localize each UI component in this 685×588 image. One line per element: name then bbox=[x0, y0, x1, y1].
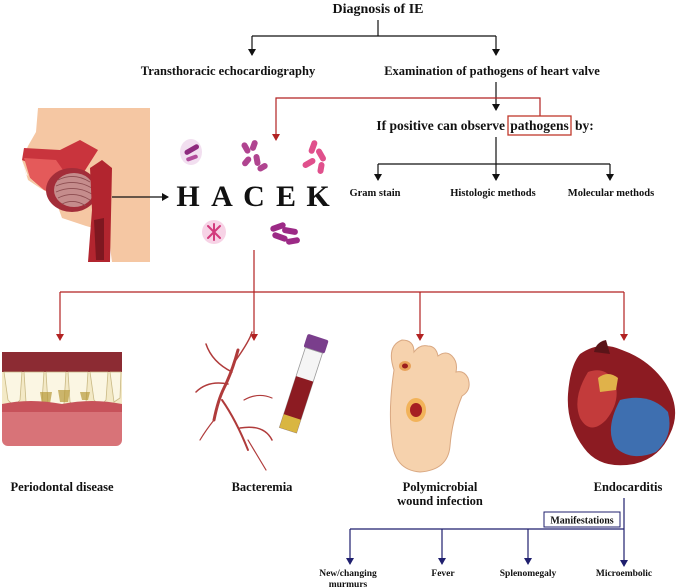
manifestation-branch-arrows bbox=[346, 498, 628, 567]
manifestation-murmurs-line1: New/changing bbox=[319, 569, 377, 579]
hacek-letter-k: K bbox=[306, 180, 330, 213]
condition-periodontal: Periodontal disease bbox=[10, 480, 114, 494]
manifestation-murmurs-line2: murmurs bbox=[329, 580, 368, 588]
pathogens-highlight-box bbox=[507, 115, 572, 136]
condition-bacteremia: Bacteremia bbox=[232, 480, 294, 494]
condition-wound-line2: wound infection bbox=[397, 494, 483, 508]
manifestation-microembolic: Microembolic bbox=[596, 569, 652, 579]
condition-wound-line1: Polymicrobial bbox=[403, 480, 478, 494]
manifestations-title: Manifestations bbox=[550, 516, 613, 527]
hacek-letter-a: A bbox=[211, 180, 233, 213]
manifestation-splenomegaly: Splenomegaly bbox=[500, 569, 557, 579]
hacek-letter-h: H bbox=[176, 180, 199, 213]
diagram-title: Diagnosis of IE bbox=[332, 2, 423, 17]
detection-histologic: Histologic methods bbox=[450, 188, 535, 199]
detection-branch-arrows bbox=[374, 137, 614, 181]
top-branch-arrows bbox=[248, 20, 500, 56]
manifestations-box bbox=[543, 511, 621, 528]
heart-section-icon bbox=[567, 340, 676, 466]
method-echocardiography: Transthoracic echocardiography bbox=[141, 64, 316, 78]
manifestation-fever: Fever bbox=[431, 569, 455, 579]
detection-molecular: Molecular methods bbox=[568, 188, 654, 199]
method-pathogen-exam: Examination of pathogens of heart valve bbox=[384, 64, 600, 78]
condition-branch-arrows bbox=[56, 250, 628, 341]
foot-wound-icon bbox=[389, 339, 470, 473]
hacek-letter-c: C bbox=[243, 180, 265, 213]
positive-prefix: If positive can observe bbox=[376, 118, 505, 133]
hacek-letter-e: E bbox=[276, 180, 296, 213]
teeth-gum-icon bbox=[2, 352, 122, 446]
blood-vessel-tube-icon bbox=[195, 331, 329, 471]
positive-highlight: pathogens bbox=[510, 118, 569, 133]
head-sagittal-icon bbox=[22, 108, 150, 262]
bacteria-icon bbox=[180, 139, 326, 245]
condition-endocarditis: Endocarditis bbox=[594, 480, 663, 494]
positive-suffix: by: bbox=[575, 118, 594, 133]
detection-gram-stain: Gram stain bbox=[349, 188, 400, 199]
arrow-pathogens-to-hacek bbox=[272, 97, 541, 141]
